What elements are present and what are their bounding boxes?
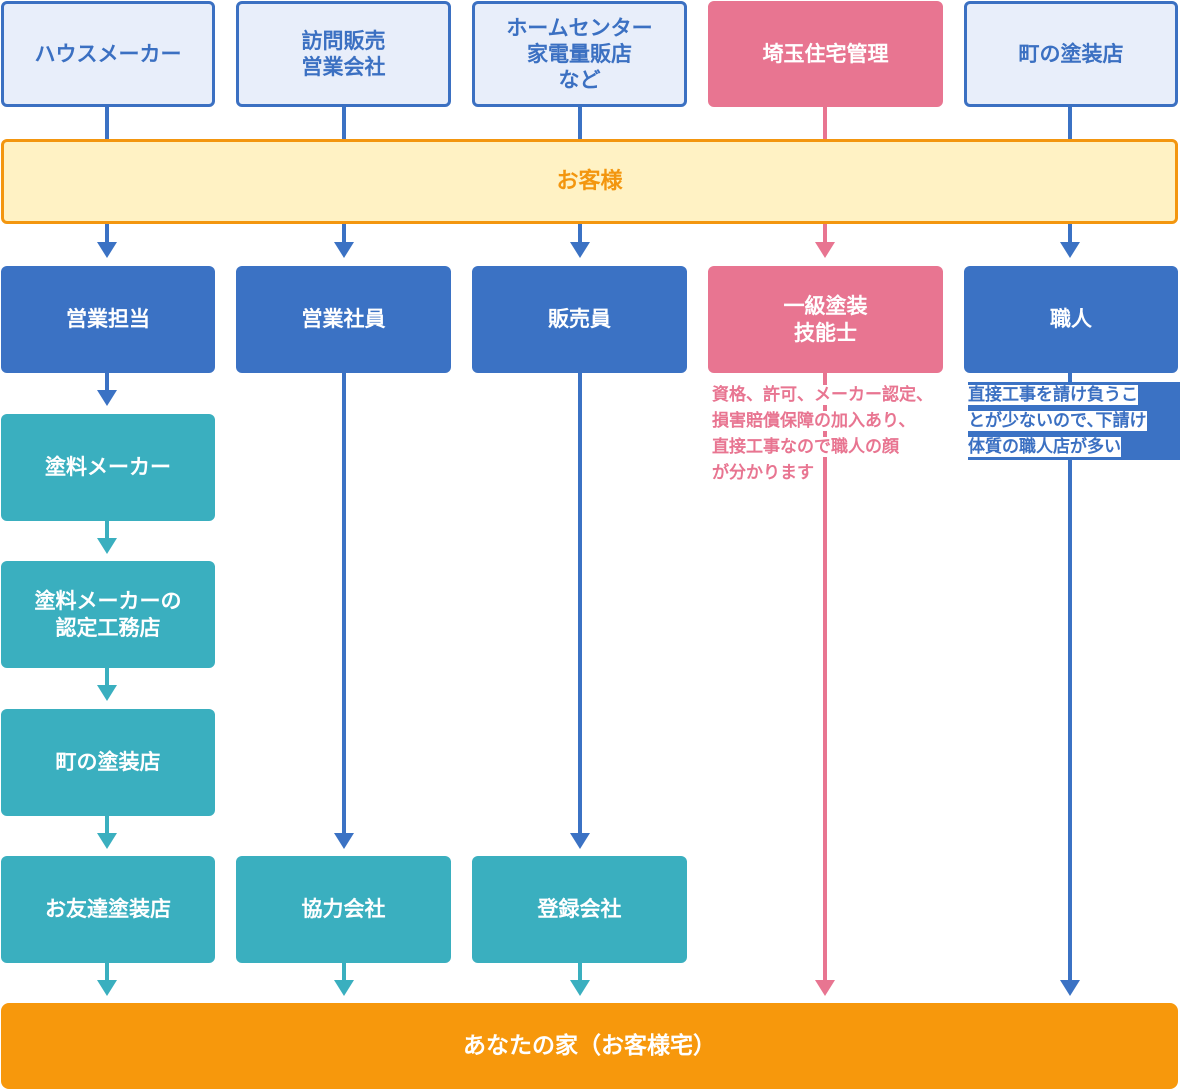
note-certified-painter: 資格、許可、メーカー認定、 損害賠償保障の加入あり、 直接工事なので職人の顔 が…	[712, 385, 933, 483]
col5-long-arrow	[1060, 372, 1080, 996]
line-col5-top	[1068, 106, 1072, 140]
col1-chain-arrows	[97, 372, 117, 996]
source-to-customer-lines	[105, 106, 1072, 140]
col4-long-arrow	[815, 372, 835, 996]
col2-long-arrow	[334, 372, 354, 996]
line-col1-top	[105, 106, 109, 140]
arrow-col3	[570, 242, 590, 258]
col3-long-arrow	[570, 372, 590, 996]
arrow-col4	[815, 242, 835, 258]
contact-certified-painter: 一級塗装 技能士	[708, 266, 943, 373]
customer-bar: お客様	[1, 139, 1178, 224]
source-local-painter: 町の塗装店	[964, 1, 1178, 107]
source-door-to-door-sales: 訪問販売 営業会社	[236, 1, 451, 107]
arrow-col1	[97, 242, 117, 258]
source-house-maker: ハウスメーカー	[1, 1, 215, 107]
destination-your-house: あなたの家（お客様宅）	[1, 1003, 1178, 1089]
line-col4-top	[823, 106, 827, 140]
contact-craftsman: 職人	[964, 266, 1178, 373]
chain-local-painter: 町の塗装店	[1, 709, 215, 816]
source-home-center: ホームセンター 家電量販店 など	[472, 1, 687, 107]
customer-to-contact-arrows	[97, 222, 1080, 258]
contact-sales-rep: 営業担当	[1, 266, 215, 373]
chain-paint-maker: 塗料メーカー	[1, 414, 215, 521]
arrow-col5	[1060, 242, 1080, 258]
chain-friend-painter: お友達塗装店	[1, 856, 215, 963]
contact-salesperson: 販売員	[472, 266, 687, 373]
final-registered-company: 登録会社	[472, 856, 687, 963]
note-local-painter: 直接工事を請け負うこ とが少ないので､下請け 体質の職人店が多い	[968, 382, 1180, 460]
contact-sales-staff: 営業社員	[236, 266, 451, 373]
final-partner-company: 協力会社	[236, 856, 451, 963]
arrow-col2	[334, 242, 354, 258]
line-col3-top	[578, 106, 582, 140]
line-col2-top	[342, 106, 346, 140]
chain-certified-contractor: 塗料メーカーの 認定工務店	[1, 561, 215, 668]
source-saitama-jutaku-kanri: 埼玉住宅管理	[708, 1, 943, 107]
